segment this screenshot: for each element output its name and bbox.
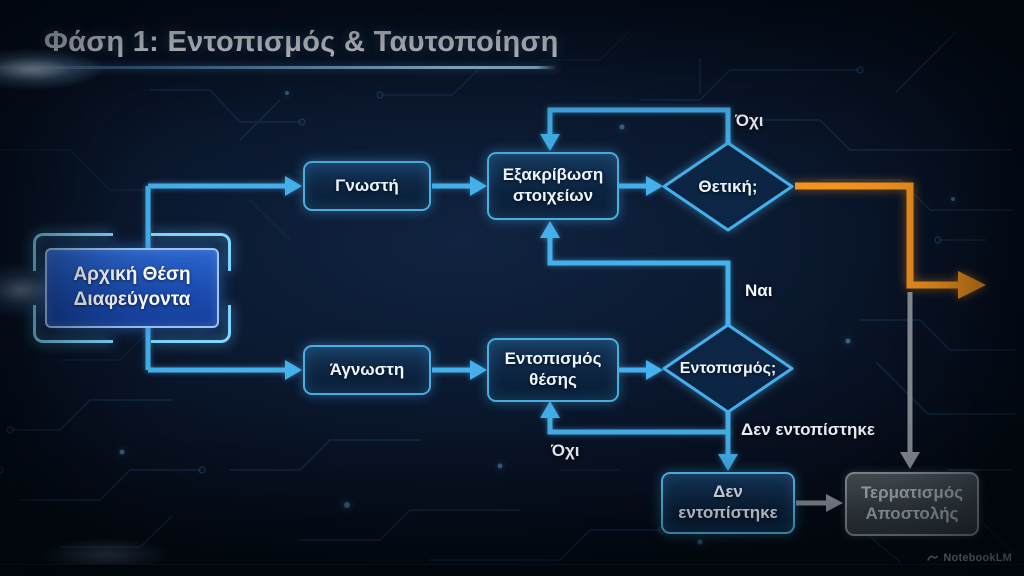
diamond-shape-icon — [662, 141, 794, 232]
diamond-shape-icon — [662, 323, 794, 414]
node-known: Γνωστή — [303, 161, 431, 211]
watermark: NotebookLM — [926, 551, 1012, 564]
notebooklm-logo-icon — [927, 555, 939, 561]
bracket-corner-icon — [151, 305, 231, 343]
title-underline — [0, 66, 558, 69]
decision-positive: Θετική; — [659, 139, 797, 234]
node-locate-line2: θέσης — [529, 370, 577, 389]
edge-label-no-top: Όχι — [735, 111, 764, 130]
node-not-found-line1: Δεν — [713, 482, 743, 502]
node-unknown-label: Άγνωστη — [329, 359, 405, 379]
bracket-corner-icon — [151, 233, 231, 271]
node-locate-line1: Εντοπισμός — [504, 349, 602, 369]
node-start-label-line2: Διαφεύγοντα — [73, 289, 191, 310]
decision-located-label: Εντοπισμός; — [679, 359, 777, 377]
node-not-found: Δεν εντοπίστηκε — [661, 472, 795, 534]
node-mission-termination: Τερματισμός Αποστολής — [845, 472, 979, 536]
node-verify-details: Εξακρίβωση στοιχείων — [487, 152, 619, 220]
node-verify-line1: Εξακρίβωση — [502, 165, 604, 185]
node-unknown: Άγνωστη — [303, 345, 431, 395]
decision-positive-label: Θετική; — [698, 176, 758, 196]
node-start-label-line1: Αρχική Θέση — [73, 264, 191, 286]
edge-label-yes: Ναι — [745, 281, 773, 300]
decision-located: Εντοπισμός; — [659, 321, 797, 416]
edge-label-no-bottom: Όχι — [551, 441, 580, 460]
node-locate-position: Εντοπισμός θέσης — [487, 338, 619, 402]
node-start: Αρχική Θέση Διαφεύγοντα — [33, 233, 231, 343]
page-title: Φάση 1: Εντοπισμός & Ταυτοποίηση — [44, 26, 559, 58]
node-start-box: Αρχική Θέση Διαφεύγοντα — [45, 248, 219, 328]
node-terminate-line2: Αποστολής — [865, 504, 959, 523]
node-terminate-line1: Τερματισμός — [860, 483, 964, 503]
node-not-found-line2: εντοπίστηκε — [678, 503, 778, 522]
bracket-corner-icon — [33, 305, 113, 343]
node-verify-line2: στοιχείων — [512, 186, 594, 205]
edge-label-not-located: Δεν εντοπίστηκε — [741, 420, 875, 439]
bottom-letterbox-bar — [0, 564, 1024, 576]
watermark-label: NotebookLM — [943, 551, 1012, 564]
node-known-label: Γνωστή — [335, 175, 399, 195]
bracket-corner-icon — [33, 233, 113, 271]
